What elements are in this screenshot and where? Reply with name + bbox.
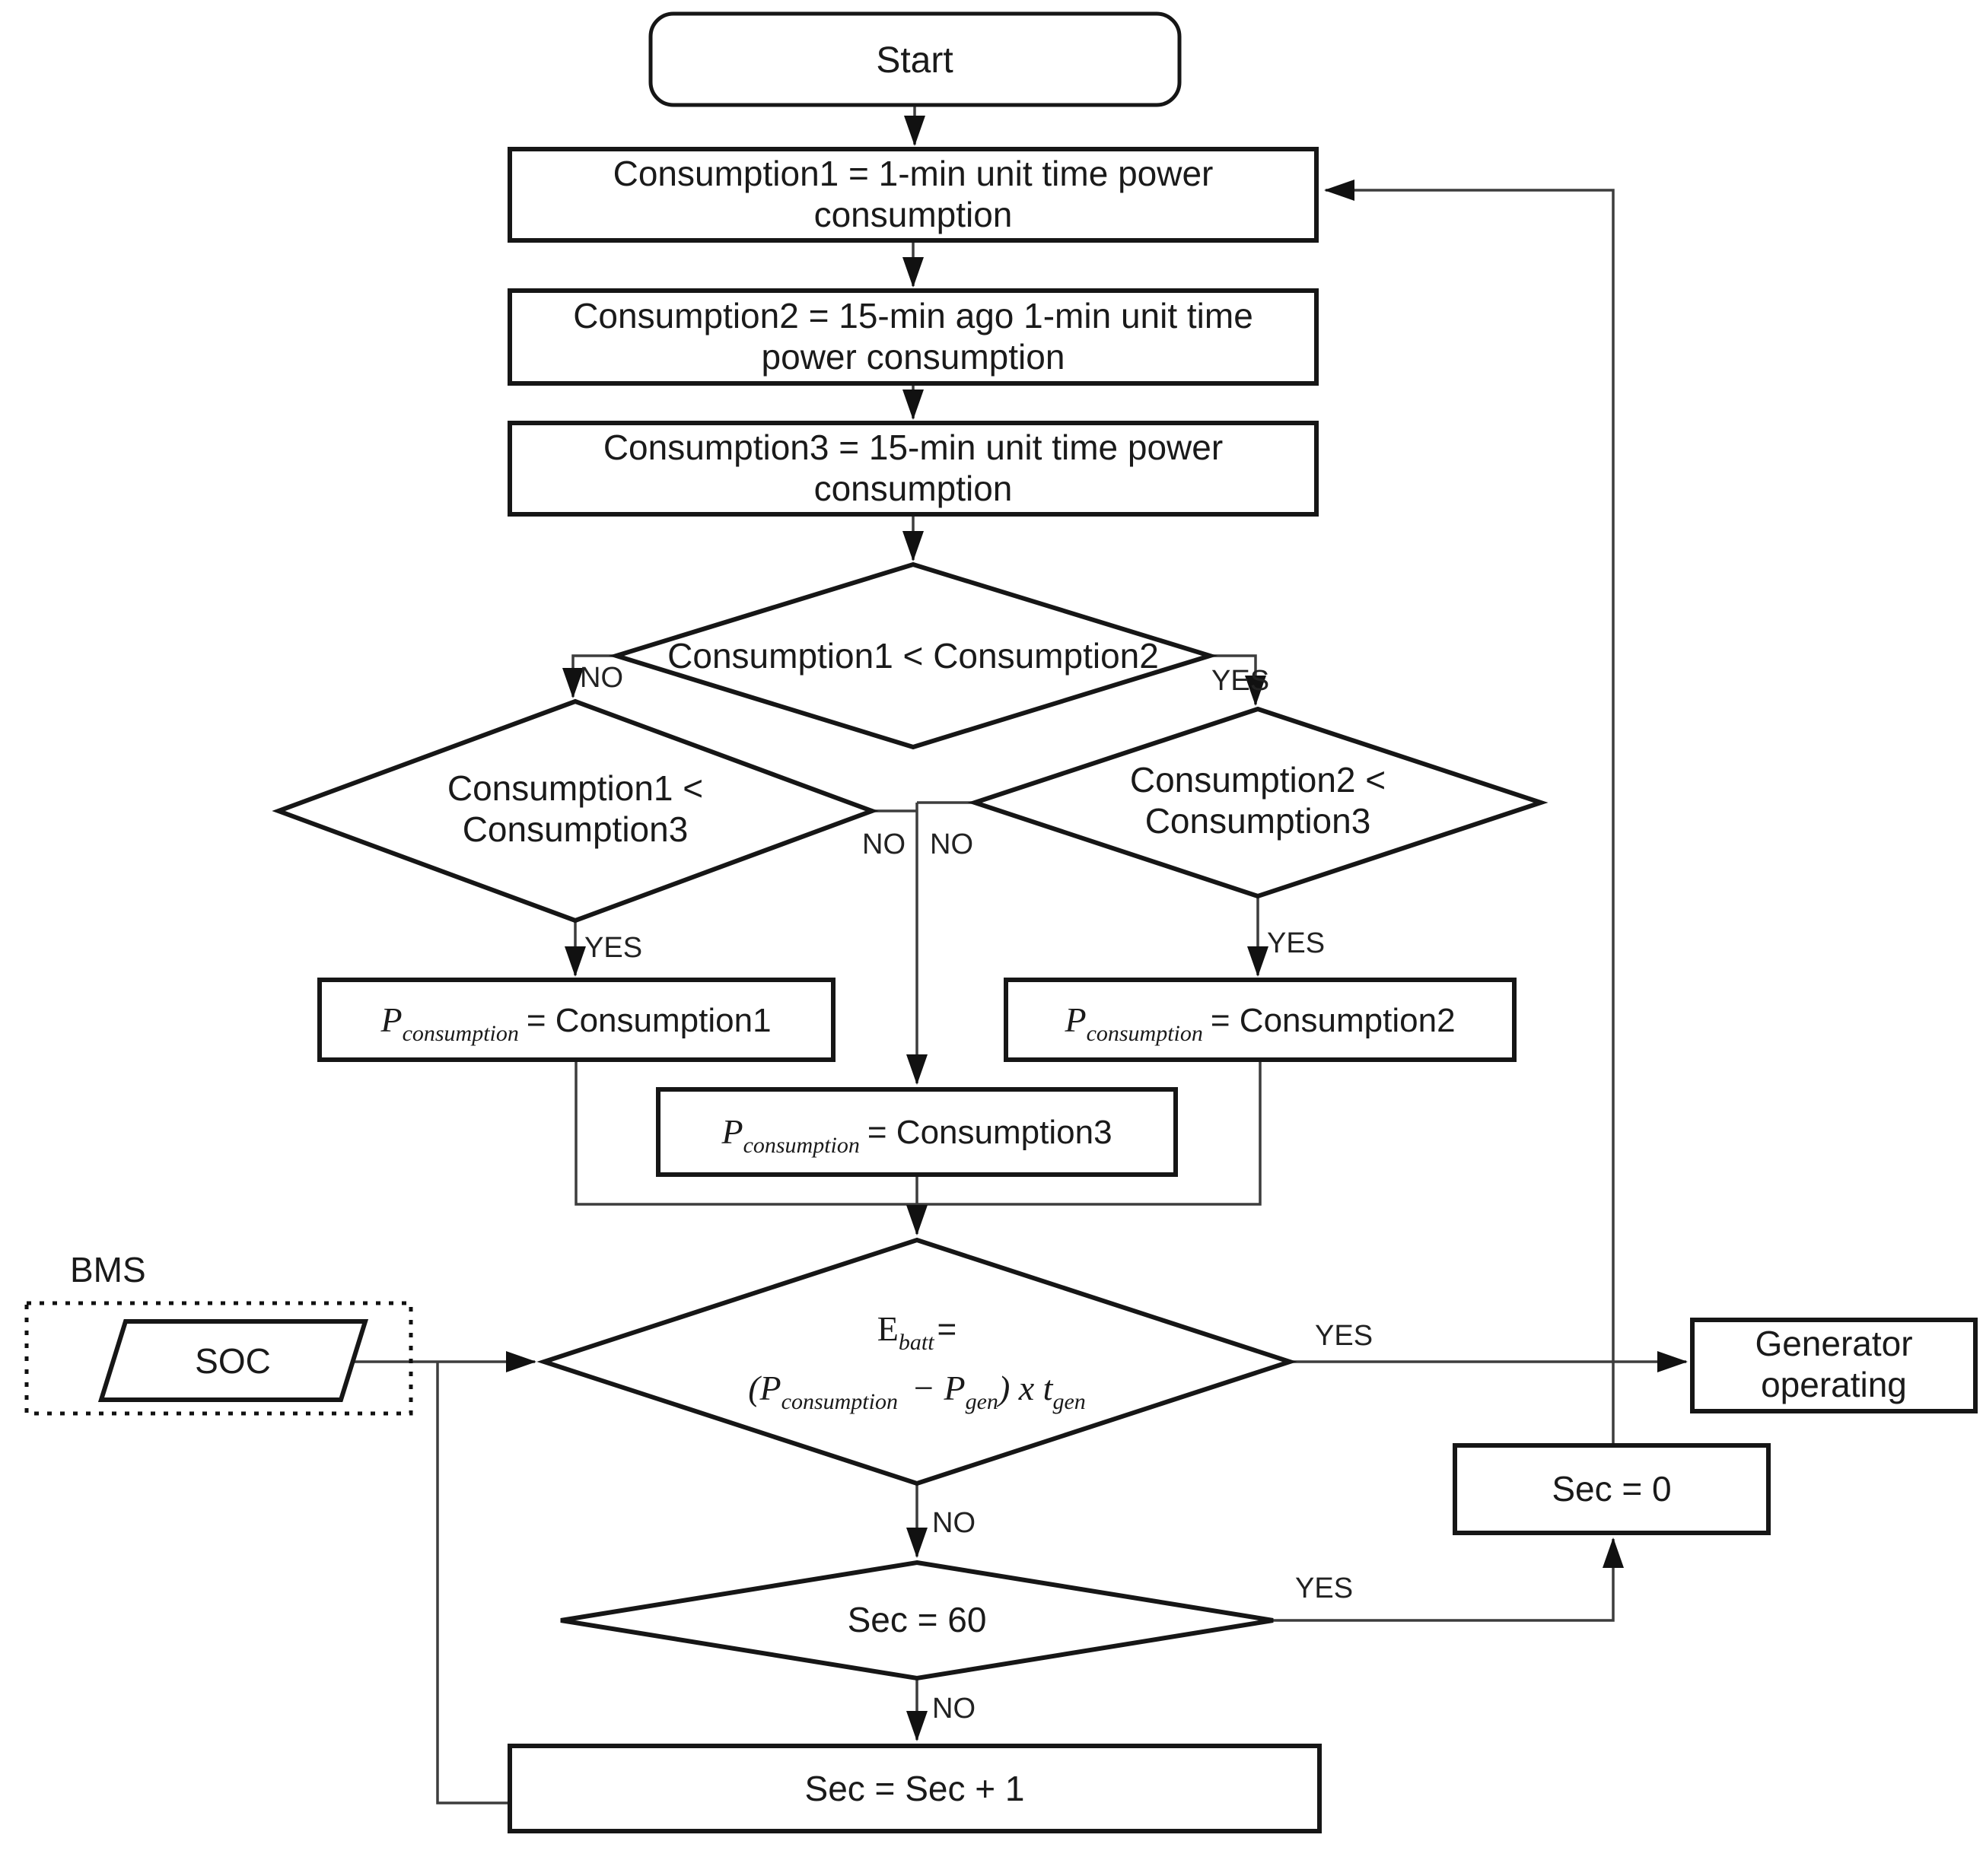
p3-rest: = Consumption3 bbox=[867, 1114, 1112, 1151]
start-label: Start bbox=[876, 40, 953, 81]
d4-l2a: (P bbox=[748, 1369, 781, 1407]
d3-line1: Consumption2 < bbox=[1130, 760, 1386, 800]
generator-operating-box: Generator operating bbox=[1690, 1318, 1978, 1413]
d5-shape bbox=[560, 1560, 1274, 1681]
consumption2-shape bbox=[508, 288, 1319, 386]
d4-evar: E bbox=[877, 1309, 899, 1348]
d4-yes-label: YES bbox=[1315, 1320, 1373, 1352]
decision-sec-60: Sec = 60 bbox=[560, 1560, 1274, 1681]
consumption3-line1: Consumption3 = 15-min unit time power bbox=[603, 428, 1223, 467]
edge-d1-no-to-d2 bbox=[562, 654, 616, 698]
bms-group: BMS SOC bbox=[24, 1250, 413, 1416]
sec-zero-box: Sec = 0 bbox=[1453, 1443, 1771, 1535]
d1-no-label: NO bbox=[580, 662, 623, 694]
secinc-label: Sec = Sec + 1 bbox=[805, 1769, 1025, 1808]
p2-var: P bbox=[1064, 1000, 1086, 1039]
edge-sec0-loop-to-box1 bbox=[1324, 180, 1615, 1445]
consumption3-line2: consumption bbox=[814, 469, 1013, 508]
soc-label: SOC bbox=[195, 1341, 271, 1381]
d1-label: Consumption1 < Consumption2 bbox=[667, 636, 1159, 676]
d2-line1: Consumption1 < bbox=[447, 768, 703, 808]
d4-line2: (Pconsumption− Pgen) x tgen bbox=[748, 1369, 1086, 1414]
sec0-shape bbox=[1453, 1443, 1771, 1535]
edge-secinc-feedback bbox=[436, 1362, 510, 1804]
d3-yes-label: YES bbox=[1267, 927, 1325, 959]
start-node: Start bbox=[648, 11, 1182, 107]
p2-rest: = Consumption2 bbox=[1211, 1002, 1456, 1039]
edge-d5-yes-to-sec0 bbox=[1273, 1537, 1624, 1622]
edge-p2-merge bbox=[917, 1060, 1262, 1206]
start-shape bbox=[648, 11, 1182, 107]
p2-sub: consumption bbox=[1087, 1021, 1203, 1046]
d5-no-label: NO bbox=[932, 1693, 976, 1725]
d4-esub: batt bbox=[899, 1330, 934, 1355]
generator-shape bbox=[1690, 1318, 1978, 1413]
assign-box-pconsumption3: Pconsumption = Consumption3 bbox=[656, 1087, 1178, 1177]
generator-line1: Generator bbox=[1755, 1324, 1912, 1363]
d4-line1: Ebatt= bbox=[877, 1309, 956, 1355]
p2-shape bbox=[1004, 978, 1517, 1062]
p1-shape bbox=[317, 978, 836, 1062]
d2-shape bbox=[272, 698, 879, 924]
consumption3-shape bbox=[508, 421, 1319, 517]
center-no-right-label: NO bbox=[930, 828, 973, 860]
d4-l2c: ) x t bbox=[996, 1369, 1054, 1407]
secinc-shape bbox=[508, 1744, 1322, 1833]
bms-dashed-box bbox=[24, 1301, 413, 1416]
process-box-consumption2: Consumption2 = 15-min ago 1-min unit tim… bbox=[508, 288, 1319, 386]
d2-yes-label: YES bbox=[584, 932, 642, 964]
consumption2-line2: power consumption bbox=[762, 337, 1065, 377]
consumption1-line2: consumption bbox=[814, 195, 1013, 234]
consumption1-line1: Consumption1 = 1-min unit time power bbox=[613, 154, 1214, 193]
d3-line2: Consumption3 bbox=[1145, 801, 1371, 841]
sec0-label: Sec = 0 bbox=[1552, 1469, 1671, 1509]
d4-l2a-sub: consumption bbox=[781, 1389, 898, 1414]
p1-var: P bbox=[380, 1000, 402, 1039]
d1-shape bbox=[608, 561, 1218, 750]
p1-rest: = Consumption1 bbox=[527, 1002, 772, 1039]
edges bbox=[350, 105, 1688, 1804]
d2-line2: Consumption3 bbox=[463, 809, 689, 849]
decision-consumption2-lt-consumption3: Consumption2 < Consumption3 bbox=[967, 706, 1549, 899]
p2-formula: Pconsumption = Consumption2 bbox=[1064, 1000, 1455, 1046]
p3-sub: consumption bbox=[743, 1133, 860, 1158]
process-box-consumption1: Consumption1 = 1-min unit time power con… bbox=[508, 147, 1319, 243]
p3-var: P bbox=[721, 1112, 743, 1151]
d4-l2b: − P bbox=[912, 1369, 966, 1407]
edge-d1-yes-to-d3 bbox=[1210, 654, 1266, 706]
d4-shape bbox=[536, 1237, 1297, 1486]
soc-parallelogram bbox=[97, 1319, 369, 1402]
consumption2-line1: Consumption2 = 15-min ago 1-min unit tim… bbox=[573, 296, 1253, 335]
d4-no-label: NO bbox=[932, 1507, 976, 1539]
generator-line2: operating bbox=[1761, 1365, 1907, 1404]
sec-increment-box: Sec = Sec + 1 bbox=[508, 1744, 1322, 1833]
assign-box-pconsumption1: Pconsumption = Consumption1 bbox=[317, 978, 836, 1062]
d1-yes-label: YES bbox=[1211, 665, 1269, 697]
d4-l2b-sub: gen bbox=[966, 1389, 998, 1414]
decision-consumption1-lt-consumption3: Consumption1 < Consumption3 bbox=[272, 698, 879, 924]
d4-eq: = bbox=[937, 1311, 957, 1348]
p1-sub: consumption bbox=[403, 1021, 519, 1046]
center-no-left-label: NO bbox=[862, 828, 906, 860]
d5-yes-label: YES bbox=[1295, 1572, 1353, 1604]
consumption1-shape bbox=[508, 147, 1319, 243]
decision-consumption1-lt-consumption2: Consumption1 < Consumption2 bbox=[608, 561, 1218, 750]
bms-label: BMS bbox=[70, 1250, 146, 1289]
d4-l2c-sub: gen bbox=[1052, 1389, 1085, 1414]
p3-shape bbox=[656, 1087, 1178, 1177]
edge-labels: NO YES YES YES NO NO YES NO YES NO bbox=[580, 662, 1373, 1725]
process-box-consumption3: Consumption3 = 15-min unit time power co… bbox=[508, 421, 1319, 517]
d3-shape bbox=[967, 706, 1549, 899]
p3-formula: Pconsumption = Consumption3 bbox=[721, 1112, 1112, 1158]
p1-formula: Pconsumption = Consumption1 bbox=[380, 1000, 771, 1046]
decision-ebatt: Ebatt= (Pconsumption− Pgen) x tgen bbox=[536, 1237, 1297, 1486]
assign-box-pconsumption2: Pconsumption = Consumption2 bbox=[1004, 978, 1517, 1062]
edge-p1-merge bbox=[575, 1060, 917, 1206]
d5-label: Sec = 60 bbox=[848, 1600, 987, 1639]
